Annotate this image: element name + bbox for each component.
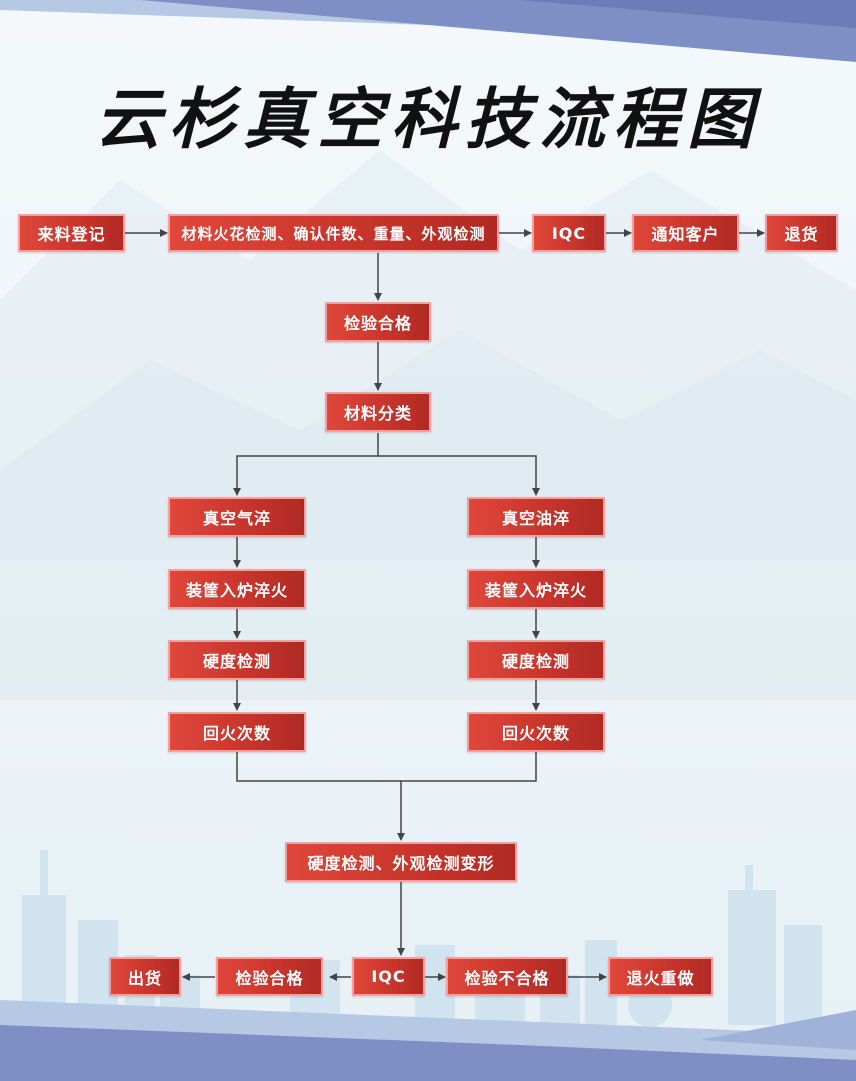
node-return-goods: 退货	[765, 214, 838, 252]
node-shipment: 出货	[109, 957, 181, 996]
node-left-hardness-test: 硬度检测	[168, 640, 306, 680]
node-inspection-fail: 检验不合格	[446, 957, 568, 996]
node-iqc-bottom: IQC	[352, 957, 425, 996]
page-title: 云杉真空科技流程图	[95, 81, 761, 158]
node-right-hardness-test: 硬度检测	[467, 640, 605, 680]
node-incoming-registration: 来料登记	[18, 214, 125, 252]
node-notify-customer: 通知客户	[632, 214, 739, 252]
node-iqc-top: IQC	[532, 214, 606, 252]
node-inspection-pass-bottom: 检验合格	[216, 957, 323, 996]
node-material-inspection: 材料火花检测、确认件数、重量、外观检测	[168, 214, 499, 252]
node-right-tempering-count: 回火次数	[467, 712, 605, 752]
node-anneal-redo: 退火重做	[608, 957, 713, 996]
node-hardness-appearance-deformation: 硬度检测、外观检测变形	[285, 842, 517, 882]
node-left-basket-quench: 装筐入炉淬火	[168, 569, 306, 609]
node-inspection-pass-top: 检验合格	[325, 302, 431, 342]
node-left-tempering-count: 回火次数	[168, 712, 306, 752]
node-material-classification: 材料分类	[325, 392, 431, 432]
node-vacuum-oil-quench: 真空油淬	[467, 497, 605, 537]
node-right-basket-quench: 装筐入炉淬火	[467, 569, 605, 609]
node-vacuum-gas-quench: 真空气淬	[168, 497, 306, 537]
